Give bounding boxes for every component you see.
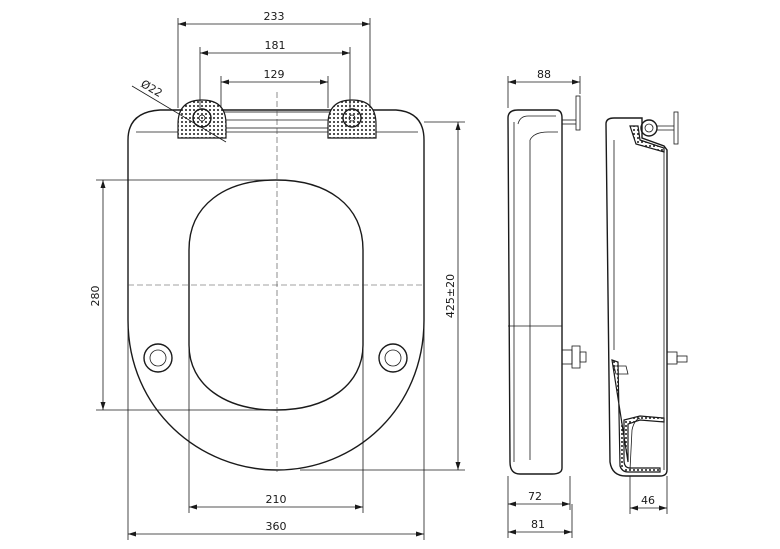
dim-side-depth-bottom: 72 <box>528 490 542 503</box>
section-bumper <box>666 351 678 365</box>
section-view <box>605 111 688 477</box>
side-dimensions: 88 72 81 <box>507 68 581 538</box>
dim-total-height: 425±20 <box>444 274 457 318</box>
front-dimensions: 233 181 129 Ø22 280 425±20 <box>89 10 465 540</box>
dim-hinge-diameter: Ø22 <box>139 77 165 100</box>
dim-hinge-inner: 129 <box>264 68 285 81</box>
right-bumper <box>378 343 408 373</box>
dim-opening-width: 210 <box>266 493 287 506</box>
side-outline <box>507 109 563 475</box>
dim-section-depth: 46 <box>641 494 655 507</box>
right-hinge-block <box>327 99 377 139</box>
left-bumper <box>143 343 173 373</box>
seat-outline <box>127 109 425 471</box>
dim-total-width: 360 <box>266 520 287 533</box>
dim-inner-height: 280 <box>89 286 102 307</box>
seat-opening <box>188 179 364 411</box>
side-bumper <box>561 349 573 365</box>
dim-side-depth-total: 81 <box>531 518 545 531</box>
left-hinge-block <box>177 99 227 139</box>
front-view <box>127 92 425 472</box>
section-outline <box>605 117 668 477</box>
dim-hinge-outer: 181 <box>265 39 286 52</box>
section-dimensions: 46 <box>629 476 668 514</box>
dim-top-width: 233 <box>264 10 285 23</box>
side-view <box>507 95 587 475</box>
side-hinge-post <box>575 95 581 131</box>
dim-side-depth-top: 88 <box>537 68 551 81</box>
section-hinge-pivot <box>640 119 658 137</box>
